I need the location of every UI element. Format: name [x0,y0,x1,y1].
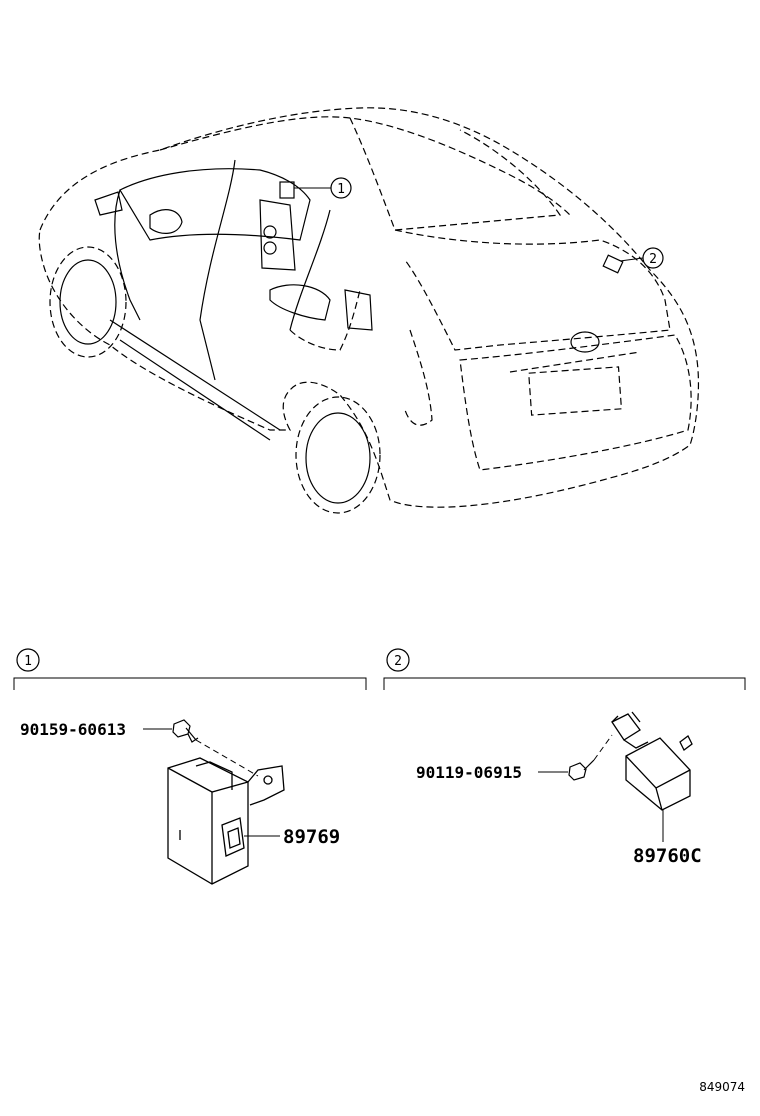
section-2-marker: 2 [394,654,402,669]
bolt-90159-60613 [172,719,199,743]
rear-wheel [295,396,381,514]
floor-sill [109,319,281,441]
module-89760C [611,711,693,811]
rear-window [349,117,562,231]
section-2-bolt-part-number: 90119-06915 [416,763,522,782]
section-2-bolt-axis [593,734,613,761]
vent-1 [263,225,277,239]
callout-2-leader [619,257,644,262]
rear-door-frame [289,289,361,351]
section-2-bracket [383,677,746,690]
seat-front [269,284,331,321]
callout-1: 1 [294,177,352,199]
bolt-90119-06915 [568,759,595,781]
front-wheel [49,246,127,358]
section-1-module-part-number: 89769 [283,826,340,848]
section-1-bracket [13,677,367,690]
callout-2-number: 2 [649,252,657,267]
section-1-bolt-axis [195,739,259,777]
rear-bumper [459,334,692,471]
section-2-module-part-number: 89760C [633,845,702,867]
section-1-marker-circle [16,648,40,672]
section-1-bolt-part-number: 90159-60613 [20,720,126,739]
rear-wheel-inner [305,412,371,504]
a-pillar [114,189,141,321]
side-panel [344,289,373,331]
section-2: 2 90119-06915 89760C [383,648,746,867]
c-pillar [289,209,331,331]
car-body-outline [38,107,700,508]
callout-1-circle [330,177,352,199]
console [259,199,296,271]
callout-2: 2 [619,247,664,269]
door-mirror [94,191,123,216]
trunk-lid [394,229,671,351]
b-pillar [199,159,236,381]
front-wheel-inner [59,259,117,345]
dashboard [119,168,311,241]
part2-location [602,254,624,274]
part1-location [279,181,295,199]
diagram-code: 849074 [699,1080,745,1094]
car-illustration [38,107,700,514]
rear-quarter [404,329,433,426]
trim-bar [509,351,641,373]
callout-2-circle [642,247,664,269]
section-1: 1 90159-60613 89769 [13,648,367,885]
car-roof [159,116,571,216]
vent-2 [263,241,277,255]
steering-column [149,209,183,234]
section-2-marker-circle [386,648,410,672]
module-89769 [167,757,285,885]
rear-emblem [570,331,600,353]
license-plate [528,366,623,416]
section-1-marker: 1 [24,654,32,669]
callout-1-number: 1 [337,182,345,197]
